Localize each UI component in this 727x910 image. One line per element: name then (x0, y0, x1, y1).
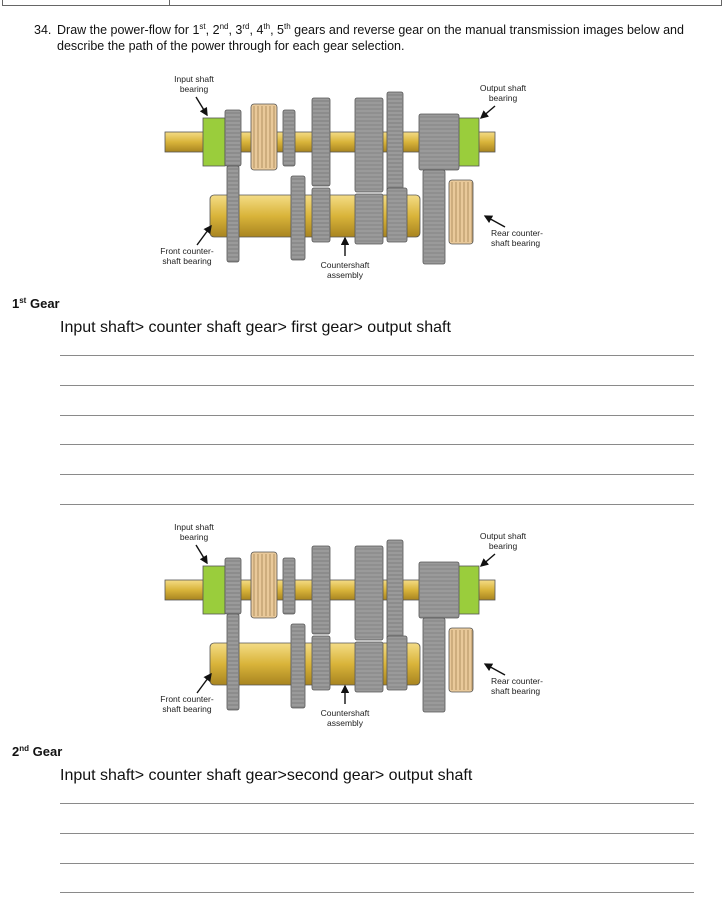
counter-gear-4 (354, 641, 384, 693)
input-shaft-bearing (202, 117, 226, 167)
input-gear (224, 109, 242, 167)
output-shaft-bearing (456, 117, 480, 167)
answer-line[interactable] (60, 833, 694, 834)
output-shaft-bearing (456, 565, 480, 615)
answer-line[interactable] (60, 385, 694, 386)
question-text: Draw the power-flow for 1st, 2nd, 3rd, 4… (57, 22, 717, 54)
question-number: 34. (34, 23, 52, 37)
label-rear-countershaft-bearing: Rear counter-shaft bearing (491, 676, 543, 696)
rear-counter-bearing-gear (448, 627, 474, 693)
ordinal-5: 5th (277, 22, 291, 38)
arrow-rear-counter (483, 663, 506, 676)
answer-line[interactable] (60, 892, 694, 893)
output-gear (418, 561, 460, 619)
gear-3 (311, 97, 331, 187)
answer-line[interactable] (60, 474, 694, 475)
counter-gear-1 (226, 613, 240, 711)
answer-line[interactable] (60, 415, 694, 416)
input-shaft-bearing (202, 565, 226, 615)
gear-3 (311, 545, 331, 635)
synchronizer-tan-1 (250, 551, 278, 619)
section-heading-1st-gear: 1st Gear (12, 296, 60, 311)
label-front-countershaft-bearing: Front counter-shaft bearing (160, 246, 214, 266)
counter-gear-2 (290, 175, 306, 261)
arrow-input-bearing (195, 96, 208, 117)
ordinal-4: 4th, (256, 22, 278, 38)
synchronizer-tan-1 (250, 103, 278, 171)
question-text-start: Draw the power-flow for (57, 23, 193, 37)
arrow-front-counter (196, 672, 212, 694)
table-divider (169, 0, 170, 6)
gear-2 (282, 109, 296, 167)
label-front-countershaft-bearing: Front counter-shaft bearing (160, 694, 214, 714)
counter-gear-2 (290, 623, 306, 709)
gear-2 (282, 557, 296, 615)
answer-line[interactable] (60, 444, 694, 445)
rear-counter-bearing-gear (448, 179, 474, 245)
section-heading-2nd-gear: 2nd Gear (12, 744, 63, 759)
answer-line[interactable] (60, 504, 694, 505)
question-text-end: gears and reverse gear on the manual tra… (57, 23, 684, 53)
arrow-rear-counter (483, 215, 506, 228)
answer-line[interactable] (60, 803, 694, 804)
arrow-output-bearing (479, 553, 496, 567)
answer-text-1st-gear[interactable]: Input shaft> counter shaft gear> first g… (60, 319, 451, 336)
answer-line[interactable] (60, 863, 694, 864)
ordinal-3: 3rd, (235, 22, 257, 38)
input-gear (224, 557, 242, 615)
arrow-input-bearing (195, 544, 208, 565)
answer-line[interactable] (60, 355, 694, 356)
ordinal-2: 2nd, (212, 22, 236, 38)
counter-gear-1 (226, 165, 240, 263)
counter-gear-4 (354, 193, 384, 245)
ordinal-1: 1st, (192, 22, 213, 38)
arrow-output-bearing (479, 105, 496, 119)
arrow-front-counter (196, 224, 212, 246)
answer-text-2nd-gear[interactable]: Input shaft> counter shaft gear>second g… (60, 767, 473, 784)
output-gear (418, 113, 460, 171)
top-table-border (2, 0, 722, 6)
label-rear-countershaft-bearing: Rear counter-shaft bearing (491, 228, 543, 248)
